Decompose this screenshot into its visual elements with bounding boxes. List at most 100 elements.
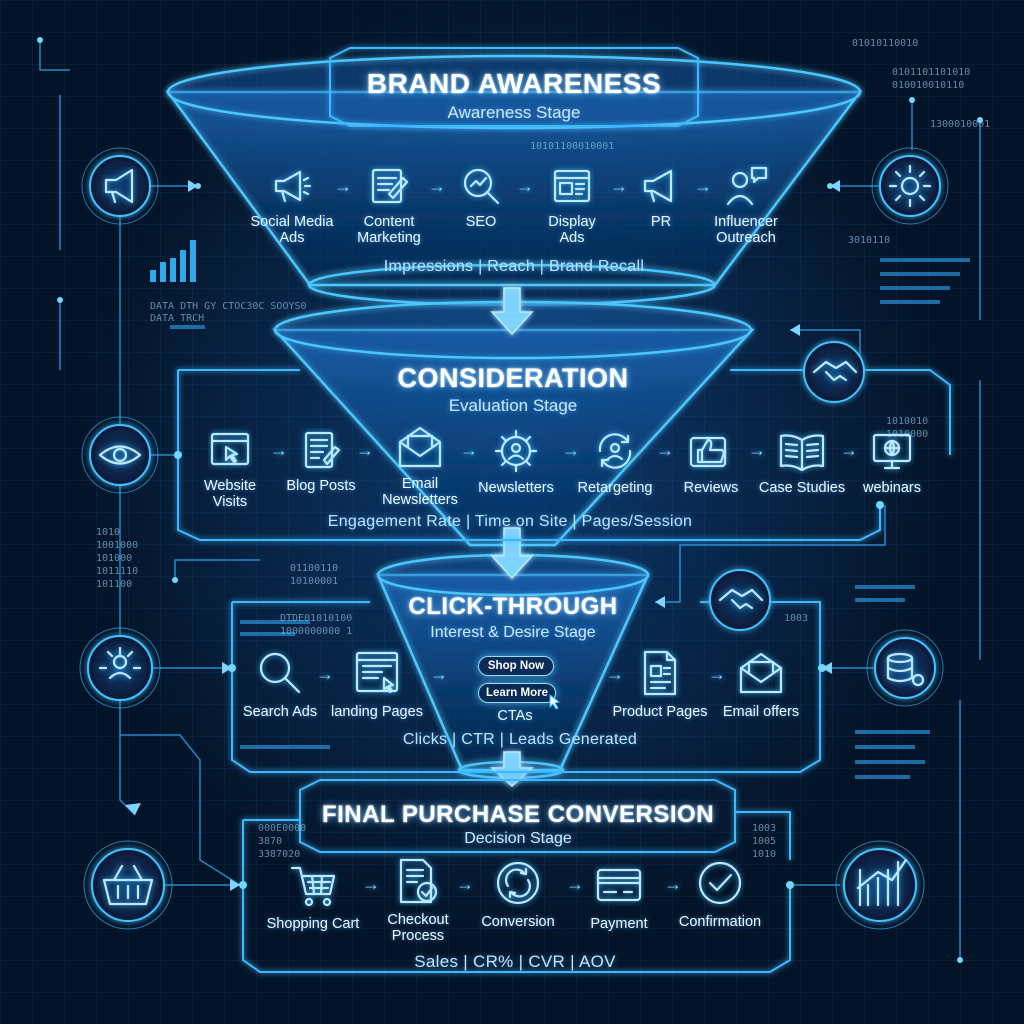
decor-binary-left: 1010 1001000 101000 1011110 101100: [96, 527, 139, 590]
arrow-right-icon: →: [362, 874, 380, 894]
open-book-icon: [779, 434, 825, 472]
credit-card-icon: [596, 868, 642, 902]
list-decor: [170, 258, 970, 779]
checkout-icon: [399, 858, 438, 904]
click-through-title: CLICK-THROUGH: [408, 593, 618, 620]
cursor-icon: [548, 693, 562, 710]
item-label: SEO: [465, 214, 497, 230]
decor-binary-top-right: 0101101101010 010010010110: [892, 67, 971, 91]
awareness-item-content-marketing: Content Marketing: [344, 164, 434, 246]
arrow-right-icon: →: [356, 440, 374, 460]
flow-arrows: [490, 287, 534, 788]
decor-binary-b1: 3010110: [848, 235, 891, 246]
decor-binary-final-right: 1003 1005 1010: [752, 823, 777, 860]
item-label: Search Ads: [242, 704, 318, 720]
email-offer-icon: [739, 652, 783, 694]
seo-search-icon: [463, 168, 500, 205]
arrow-right-icon: →: [516, 176, 534, 196]
consideration-item-email-newsletters: Email Newsletters: [376, 424, 464, 508]
consideration-metrics: Engagement Rate | Time on Site | Pages/S…: [327, 513, 693, 530]
consideration-item-case-studies: Case Studies: [752, 428, 852, 496]
consideration-item-website-visits: Website Visits: [190, 428, 270, 510]
awareness-item-social-media-ads: Social Media Ads: [240, 164, 344, 246]
side-node-icons: [98, 164, 932, 907]
consideration-item-webinars: webinars: [854, 428, 930, 496]
awareness-item-display-ads: Display Ads: [534, 164, 610, 246]
arrow-right-icon: →: [748, 440, 766, 460]
consideration-title: CONSIDERATION: [397, 363, 629, 393]
checkmark-circle-icon: [698, 861, 742, 905]
awareness-subtitle: Awareness Stage: [447, 103, 581, 122]
item-label: Content Marketing: [357, 214, 421, 246]
arrow-right-icon: →: [606, 664, 624, 684]
item-label: Payment: [590, 916, 648, 932]
item-label: Product Pages: [612, 704, 708, 720]
item-label: Website Visits: [203, 478, 257, 510]
arrow-right-icon: →: [656, 440, 674, 460]
awareness-item-pr: PR: [628, 164, 694, 230]
item-label: Shopping Cart: [266, 916, 360, 932]
magnifier-icon: [259, 652, 301, 694]
consideration-item-retargeting: Retargeting: [570, 428, 660, 496]
arrow-right-icon: →: [562, 440, 580, 460]
arrow-right-icon: →: [460, 440, 478, 460]
item-label: Conversion: [481, 914, 555, 930]
retargeting-icon: [598, 433, 632, 469]
decor-binary-center: 01100110 10100001: [290, 563, 339, 587]
display-ads-icon: [553, 169, 591, 203]
item-label: Retargeting: [577, 480, 653, 496]
item-label: landing Pages: [331, 704, 423, 720]
pr-megaphone-icon: [643, 169, 673, 203]
decor-binary-click-left: DTDE01010100 1000000000 1: [280, 613, 353, 637]
awareness-item-influencer-outreach: Influencer Outreach: [704, 164, 788, 246]
arrow-right-icon: →: [456, 874, 474, 894]
item-label: Email offers: [722, 704, 800, 720]
arrow-right-icon: →: [430, 664, 448, 684]
conversion-cycle-icon: [496, 861, 540, 905]
final-item-payment: Payment: [580, 862, 658, 932]
awareness-title: BRAND AWARENESS: [366, 68, 662, 99]
item-label: Confirmation: [678, 914, 762, 930]
gear-user-icon: [494, 429, 538, 473]
funnel-top: [165, 54, 863, 307]
click-item-landing-pages: landing Pages: [328, 648, 426, 720]
awareness-item-seo: SEO: [446, 164, 516, 230]
item-label: Display Ads: [548, 214, 596, 246]
consideration-item-reviews: Reviews: [676, 428, 746, 496]
arrow-right-icon: →: [664, 874, 682, 894]
decor-binary-final-left: 000E0000 3870 3387020: [258, 823, 307, 860]
final-item-shopping-cart: Shopping Cart: [258, 862, 368, 932]
arrow-right-icon: →: [610, 176, 628, 196]
item-label: PR: [650, 214, 672, 230]
megaphone-icon: [274, 170, 312, 203]
final-purchase-metrics: Sales | CR% | CVR | AOV: [414, 952, 616, 971]
arrow-right-icon: →: [694, 176, 712, 196]
decor-data-text-1: DATA DTH GY CTOC30C SOOYS0: [150, 301, 307, 312]
circuit-lines: [39, 40, 981, 960]
decor-binary-top-center: 10101100010001: [530, 141, 615, 152]
shopping-cart-icon: [290, 866, 336, 907]
bar-chart-decor: [150, 240, 196, 282]
awareness-metrics: Impressions | Reach | Brand Recall: [383, 258, 645, 275]
arrow-right-icon: →: [270, 440, 288, 460]
final-item-conversion: Conversion: [474, 858, 562, 930]
item-label: Email Newsletters: [382, 476, 458, 508]
final-purchase-title: FINAL PURCHASE CONVERSION: [321, 801, 715, 828]
click-through-subtitle: Interest & Desire Stage: [430, 624, 596, 641]
item-label: Blog Posts: [286, 478, 356, 494]
blog-post-icon: [304, 431, 341, 469]
arrow-right-icon: →: [708, 664, 726, 684]
item-label: CTAs: [497, 708, 533, 724]
consideration-item-newsletters: Newsletters: [470, 428, 562, 496]
click-through-metrics: Clicks | CTR | Leads Generated: [402, 731, 638, 748]
decor-binary-top: 01010110010: [852, 38, 919, 49]
stage-frames: [177, 47, 951, 973]
shop-now-button[interactable]: Shop Now: [478, 656, 554, 676]
arrow-right-icon: →: [334, 176, 352, 196]
decor-binary-click-right: 1003: [784, 613, 809, 624]
click-item-product-pages: Product Pages: [608, 648, 712, 720]
click-item-email-offers: Email offers: [716, 648, 806, 720]
learn-more-button[interactable]: Learn More: [478, 683, 556, 703]
